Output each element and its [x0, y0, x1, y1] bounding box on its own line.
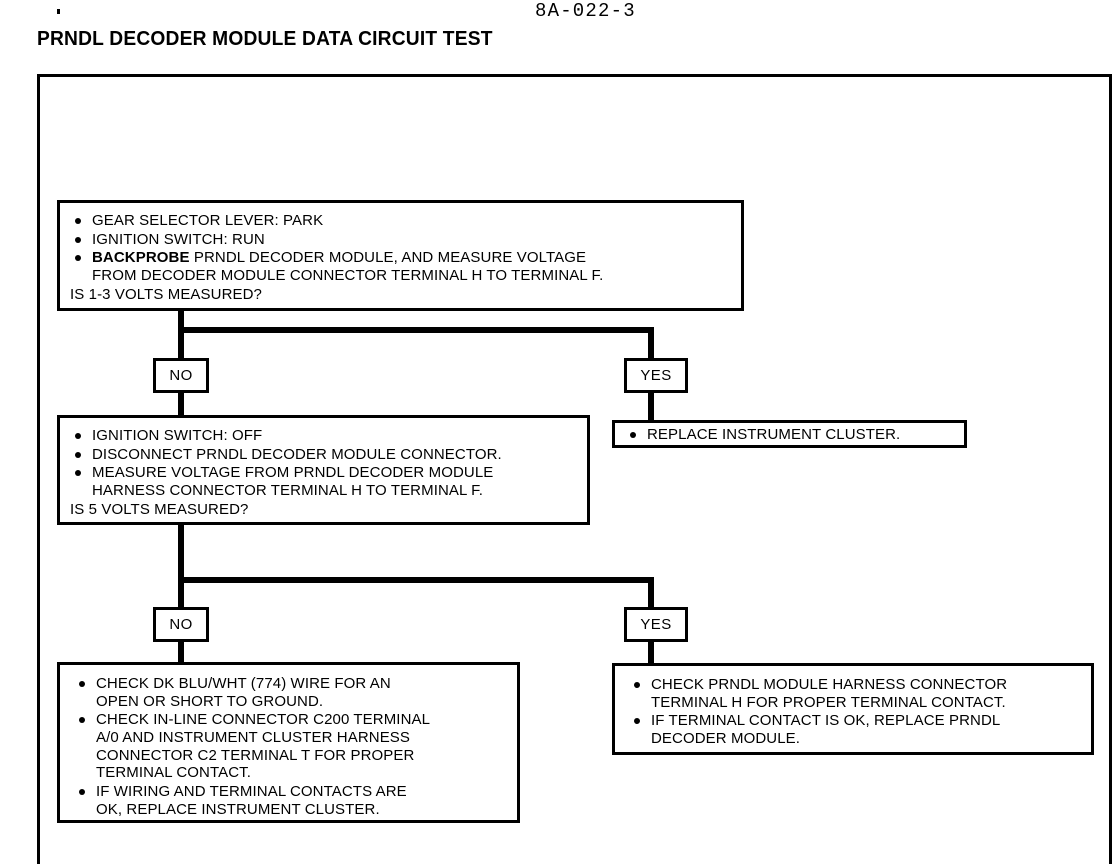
- step1-bullet-2: IGNITION SWITCH: RUN: [70, 231, 731, 249]
- step2-decision-box: IGNITION SWITCH: OFF DISCONNECT PRNDL DE…: [57, 415, 590, 525]
- step1-bullet-list: GEAR SELECTOR LEVER: PARK IGNITION SWITC…: [70, 212, 731, 285]
- step1-bullet-3-lead: BACKPROBE: [92, 249, 190, 267]
- step2-branch-yes-label: YES: [640, 616, 672, 633]
- step2-yes-result-bullet-list: CHECK PRNDL MODULE HARNESS CONNECTOR TER…: [629, 676, 1081, 748]
- step1-bullet-1: GEAR SELECTOR LEVER: PARK: [70, 212, 731, 230]
- connector-step1-yes-drop: [648, 327, 654, 361]
- step2-no-result-bullet-3: IF WIRING AND TERMINAL CONTACTS ARE OK, …: [74, 783, 507, 818]
- step2-no-result-box: CHECK DK BLU/WHT (774) WIRE FOR AN OPEN …: [57, 662, 520, 823]
- step1-branch-yes-label: YES: [640, 367, 672, 384]
- step2-yes-result-box: CHECK PRNDL MODULE HARNESS CONNECTOR TER…: [612, 663, 1094, 755]
- step1-bullet-3: BACKPROBE PRNDL DECODER MODULE, AND MEAS…: [70, 249, 731, 284]
- step1-question: IS 1-3 VOLTS MEASURED?: [70, 285, 262, 303]
- step2-bullet-1: IGNITION SWITCH: OFF: [70, 427, 577, 445]
- step2-no-result-bullet-list: CHECK DK BLU/WHT (774) WIRE FOR AN OPEN …: [74, 675, 507, 819]
- step1-branch-no-label: NO: [169, 367, 193, 384]
- step2-branch-no[interactable]: NO: [153, 607, 209, 642]
- step1-yes-result-bullet-1: REPLACE INSTRUMENT CLUSTER.: [625, 426, 954, 444]
- step2-bullet-list: IGNITION SWITCH: OFF DISCONNECT PRNDL DE…: [70, 427, 577, 500]
- connector-step1-branch-horizontal: [178, 327, 654, 333]
- step2-yes-result-bullet-2: IF TERMINAL CONTACT IS OK, REPLACE PRNDL…: [629, 712, 1081, 747]
- step2-no-result-bullet-2: CHECK IN-LINE CONNECTOR C200 TERMINAL A/…: [74, 711, 507, 782]
- step2-bullet-2: DISCONNECT PRNDL DECODER MODULE CONNECTO…: [70, 446, 577, 464]
- connector-step2-branch-horizontal: [178, 577, 654, 583]
- step1-decision-box: GEAR SELECTOR LEVER: PARK IGNITION SWITC…: [57, 200, 744, 311]
- content-frame: [37, 74, 1112, 864]
- step2-yes-result-bullet-1: CHECK PRNDL MODULE HARNESS CONNECTOR TER…: [629, 676, 1081, 711]
- connector-step1-trunk: [178, 311, 184, 361]
- step1-yes-result-bullet-list: REPLACE INSTRUMENT CLUSTER.: [625, 426, 954, 444]
- step2-question: IS 5 VOLTS MEASURED?: [70, 500, 249, 518]
- page-title: PRNDL DECODER MODULE DATA CIRCUIT TEST: [37, 28, 493, 50]
- step1-branch-no[interactable]: NO: [153, 358, 209, 393]
- step1-bullet-3-rest: PRNDL DECODER MODULE, AND MEASURE VOLTAG…: [92, 249, 604, 285]
- page-number: 8A-022-3: [535, 0, 636, 22]
- step2-branch-no-label: NO: [169, 616, 193, 633]
- connector-step1-no-drop: [178, 393, 184, 415]
- corner-tick-mark: [57, 9, 60, 14]
- connector-step2-trunk: [178, 525, 184, 611]
- step2-no-result-bullet-1: CHECK DK BLU/WHT (774) WIRE FOR AN OPEN …: [74, 675, 507, 710]
- step2-bullet-3: MEASURE VOLTAGE FROM PRNDL DECODER MODUL…: [70, 464, 577, 499]
- connector-step2-no-to-result: [178, 642, 184, 664]
- connector-step2-yes-to-result: [648, 642, 654, 664]
- connector-step2-yes-drop: [648, 577, 654, 608]
- connector-step1-yes-to-result: [648, 393, 654, 420]
- step2-branch-yes[interactable]: YES: [624, 607, 688, 642]
- step1-yes-result-box: REPLACE INSTRUMENT CLUSTER.: [612, 420, 967, 448]
- step1-branch-yes[interactable]: YES: [624, 358, 688, 393]
